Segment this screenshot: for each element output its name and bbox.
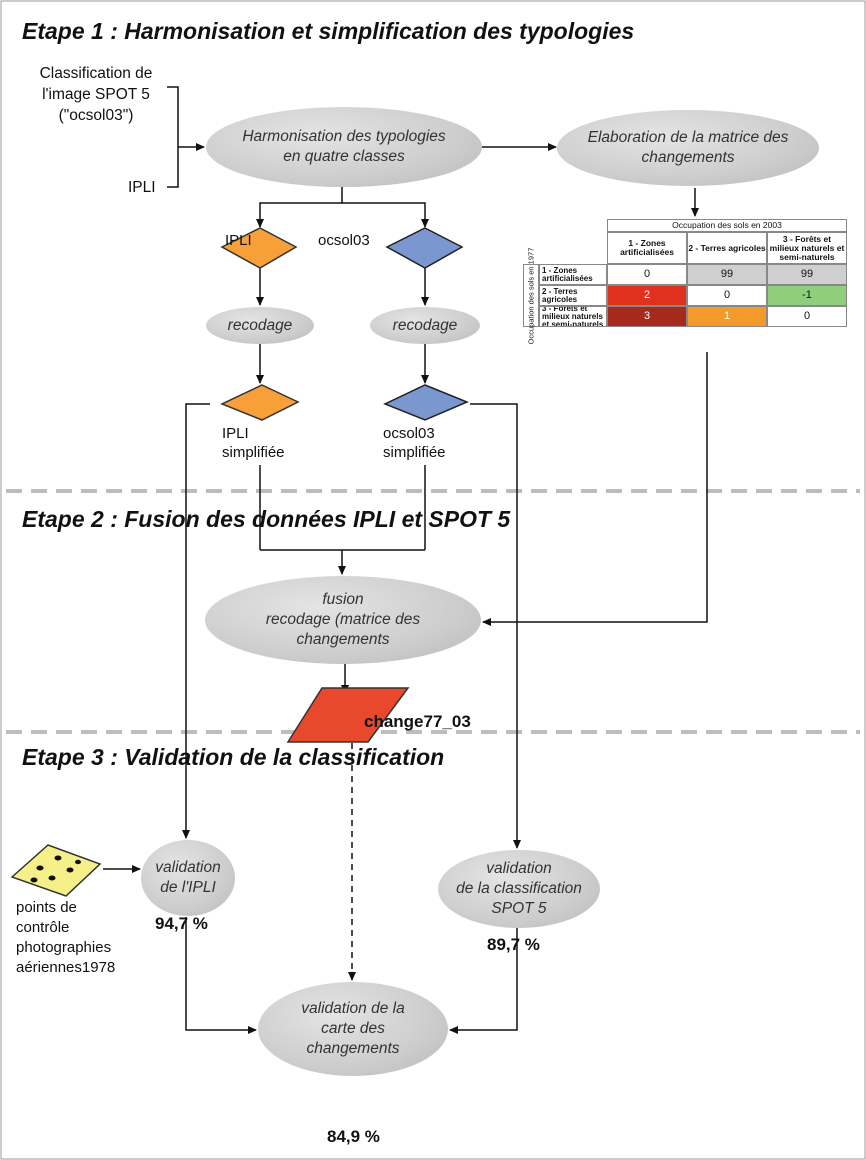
- matrix-cell: -1: [767, 285, 847, 306]
- ocsol03-simplified-label: ocsol03 simplifiée: [383, 425, 446, 461]
- ipli-diamond: [220, 227, 298, 269]
- control-points-label: points de contrôle photographies aérienn…: [16, 899, 116, 976]
- ocsol03-simplified-diamond: [383, 384, 469, 421]
- ipli-label: IPLI: [225, 232, 252, 249]
- matrix-col-header: 1 - Zones artificialisées: [607, 232, 687, 264]
- ocsol03-diamond: [385, 227, 464, 269]
- matrix-cell: 3: [607, 306, 687, 327]
- recodage-left-node: recodage: [206, 307, 314, 344]
- change77-03-shape: [286, 687, 410, 743]
- step3-title: Etape 3 : Validation de la classificatio…: [22, 744, 445, 770]
- spot5-classification-label: Classification de l'image SPOT 5 ("ocsol…: [39, 65, 153, 124]
- matrix-cell: 0: [687, 285, 767, 306]
- step2-title: Etape 2 : Fusion des données IPLI et SPO…: [22, 506, 511, 532]
- matrix-row-header: 3 - Forêts et milieux naturels et semi-n…: [539, 306, 607, 327]
- matrix-cell: 1: [687, 306, 767, 327]
- matrix-cell: 0: [767, 306, 847, 327]
- ipli-accuracy: 94,7 %: [155, 914, 208, 933]
- ipli-input-label: IPLI: [128, 179, 156, 196]
- step1-title: Etape 1 : Harmonisation et simplificatio…: [22, 18, 635, 44]
- ipli-simplified-label: IPLI simplifiée: [222, 425, 285, 461]
- matrix-row-axis-label: Occupation des sols en 1977: [526, 247, 536, 344]
- matrix-cell: 2: [607, 285, 687, 306]
- matrix-col-header: 2 - Terres agricoles: [687, 232, 767, 264]
- matrix-cell: 0: [607, 264, 687, 285]
- change77-03-label: change77_03: [364, 712, 471, 731]
- map-accuracy: 84,9 %: [327, 1127, 380, 1146]
- ipli-simplified-diamond: [220, 384, 300, 421]
- matrix-col-header: 3 - Forêts et milieux naturels et semi-n…: [767, 232, 847, 264]
- matrix-cell: 99: [687, 264, 767, 285]
- matrix-row-axis: Occupation des sols en 1977: [523, 247, 539, 344]
- spot5-accuracy: 89,7 %: [487, 935, 540, 954]
- matrix-row-header: 2 - Terres agricoles: [539, 285, 607, 306]
- matrix-title: Occupation des sols en 2003: [607, 219, 847, 232]
- recodage-right-node: recodage: [370, 307, 480, 344]
- matrix-cell: 99: [767, 264, 847, 285]
- control-points-icon: [10, 844, 102, 897]
- ocsol03-label: ocsol03: [318, 232, 370, 249]
- matrix-row-header: 1 - Zones artificialisées: [539, 264, 607, 285]
